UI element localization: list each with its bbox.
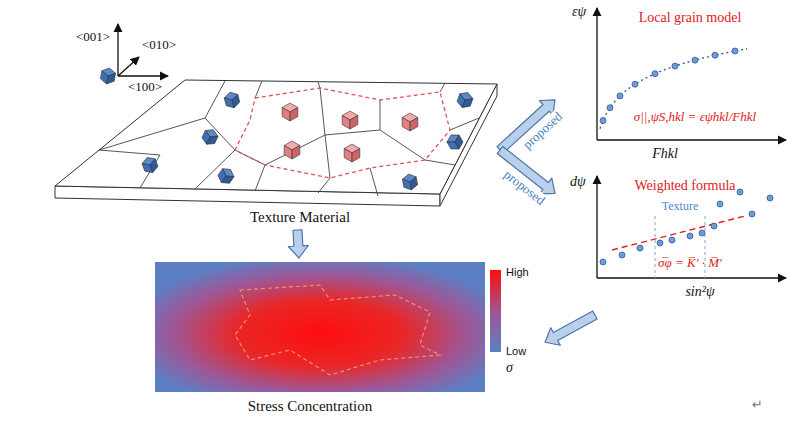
grain-cubes xyxy=(100,67,475,191)
return-mark: ↵ xyxy=(752,398,763,413)
textured-region-outline xyxy=(235,88,450,178)
weighted-formula-chart: dψ Weighted formulaTexture σ̅φ = K̅′ · M̅′… xyxy=(555,172,790,315)
fit-line xyxy=(612,216,745,250)
axis-direction-label: <100> xyxy=(128,80,162,95)
chart-title: Local grain model xyxy=(639,10,742,26)
axis-direction-label: <001> xyxy=(76,30,110,45)
axis-label: σ xyxy=(506,360,513,376)
texture-material-panel: Texture Material xyxy=(50,70,500,230)
stress-map-panel: HighLow σStress Concentration xyxy=(150,258,545,420)
chart-title: Weighted formula xyxy=(634,178,735,194)
axis-label: dψ xyxy=(570,174,586,190)
stress-map xyxy=(155,262,485,392)
local-grain-chart: εψ Local grain model σ||,ψS,hkl = εψhkl/Fh… xyxy=(555,2,790,165)
stress-region-outline xyxy=(235,285,440,375)
block-arrow xyxy=(288,230,308,258)
axis-label: Fhkl xyxy=(652,146,678,162)
formula: σ||,ψS,hkl = εψhkl/Fhkl xyxy=(634,110,756,125)
colorbar-label: Low xyxy=(506,345,526,358)
chart-axes xyxy=(597,8,786,278)
panel-title: Stress Concentration xyxy=(248,398,373,415)
range-label: Texture xyxy=(662,200,698,214)
axis-label: sin²ψ xyxy=(685,284,714,300)
texture-slab xyxy=(55,80,497,206)
grain-boundaries xyxy=(99,81,479,196)
axis-label: εψ xyxy=(572,4,586,20)
block-arrow xyxy=(545,311,597,345)
axis-direction-label: <010> xyxy=(142,38,176,53)
panel-title: Texture Material xyxy=(250,209,350,226)
colorbar xyxy=(490,270,501,352)
formula: σ̅φ = K̅′ · M̅′ xyxy=(658,256,722,271)
data-points xyxy=(600,189,773,265)
colorbar-label: High xyxy=(506,266,529,279)
